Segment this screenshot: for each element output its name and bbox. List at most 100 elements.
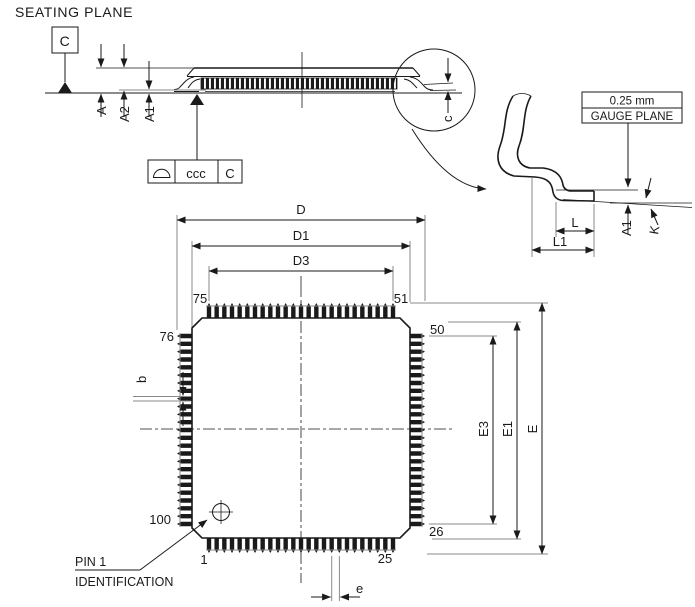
label-dim-b: b: [134, 376, 149, 383]
pins-left: [177, 333, 192, 527]
right-lead-outer: [409, 76, 434, 91]
pin-right: [410, 443, 425, 448]
label-tol-datum: C: [225, 166, 234, 181]
pin-right: [410, 498, 425, 503]
pin-number-1: 1: [200, 552, 207, 567]
pin-bottom: [360, 538, 365, 553]
lead-tip-bottom-line: [429, 89, 457, 91]
pin-number-51: 51: [394, 291, 408, 306]
label-pin1-line1: PIN 1: [75, 555, 106, 569]
pin-top: [314, 303, 319, 318]
label-dim-e: E: [525, 424, 540, 433]
pin-right: [410, 396, 425, 401]
dim-k-arrow-bottom: [650, 208, 659, 226]
pin-top: [329, 303, 334, 318]
pin-top: [260, 303, 265, 318]
left-lead-inner: [187, 78, 201, 89]
pin-right: [410, 459, 425, 464]
pin-right: [410, 490, 425, 495]
lead-detail-view: 0.25 mm GAUGE PLANE K A1 L L1: [497, 91, 693, 257]
pin-right: [410, 388, 425, 394]
pin-right: [410, 506, 425, 511]
pin-right: [410, 451, 425, 456]
pin-left: [177, 435, 192, 441]
lead-tip-top-line: [423, 82, 454, 85]
pin-right: [410, 466, 425, 472]
pin-left: [177, 506, 192, 511]
pin-left: [177, 388, 192, 394]
label-gauge-plane: GAUGE PLANE: [591, 111, 674, 123]
pin-left: [177, 513, 192, 519]
label-dim-e1: E1: [500, 421, 515, 437]
pin-left: [177, 474, 192, 480]
pin-bottom: [344, 538, 350, 553]
pin-right: [410, 380, 425, 386]
pins-bottom: [206, 538, 396, 553]
label-e-pitch: e: [356, 581, 363, 596]
pin-left: [177, 443, 192, 448]
pin-bottom: [229, 538, 235, 553]
pin-bottom: [283, 538, 288, 553]
pin-number-26: 26: [429, 524, 443, 539]
label-dim-a1-detail: A1: [619, 220, 634, 236]
pin1-leader-arrow: [139, 519, 208, 571]
pin-left: [177, 380, 192, 386]
pin-left: [177, 333, 192, 339]
pin-bottom: [260, 538, 265, 553]
pin-right: [410, 513, 425, 519]
pin-left: [177, 490, 192, 495]
datum-c-label: C: [60, 33, 71, 49]
pin-bottom: [298, 538, 304, 553]
pin-right: [410, 333, 425, 339]
body-left-chamfer: [186, 67, 195, 77]
tolerance-frame: ccc C: [147, 94, 243, 184]
pin-right: [410, 474, 425, 480]
left-lead-outer: [173, 76, 195, 90]
pin-left: [177, 459, 192, 464]
detail-circle: c: [392, 48, 487, 193]
pins-right: [410, 333, 425, 527]
label-pin1-line2: IDENTIFICATION: [75, 575, 173, 589]
pin-right: [410, 349, 425, 354]
pin-top: [306, 303, 311, 318]
label-dim-l: L: [571, 215, 578, 230]
pin-bottom: [291, 538, 296, 553]
pin-right: [410, 372, 425, 378]
pin-right: [410, 419, 425, 425]
pin-right: [410, 365, 425, 370]
seating-flatness-icon: [152, 168, 171, 178]
pin-left: [177, 451, 192, 456]
pin-left: [177, 498, 192, 503]
label-dim-d1: D1: [293, 228, 310, 243]
pin-top: [375, 303, 380, 318]
pin-top: [383, 303, 388, 318]
seating-plane-label: SEATING PLANE: [15, 4, 133, 20]
label-tol-value: ccc: [186, 166, 206, 181]
pin-bottom: [268, 538, 273, 553]
pin-number-25: 25: [378, 551, 392, 566]
pin-top: [214, 303, 219, 318]
pin-top: [252, 303, 258, 318]
pin-bottom: [383, 538, 388, 553]
datum-triangle: [58, 82, 72, 93]
label-gauge-value: 0.25 mm: [610, 96, 655, 108]
pin-right: [410, 482, 425, 488]
pin-bottom: [275, 538, 281, 553]
pin-top: [291, 303, 296, 318]
pin-top: [229, 303, 235, 318]
pin-left: [177, 404, 192, 409]
pin-bottom: [245, 538, 250, 553]
pin-right: [410, 427, 425, 433]
pin-top: [360, 303, 365, 318]
dim-k-arrow-top: [644, 177, 652, 199]
pin-bottom: [390, 538, 396, 553]
pin-bottom: [352, 538, 357, 553]
pin-bottom: [237, 538, 242, 553]
pin-left: [177, 365, 192, 370]
dim-a-group: A A2 A1: [94, 44, 206, 122]
pin-number-76: 76: [160, 329, 174, 344]
label-dim-l1: L1: [553, 234, 567, 249]
lead-outline-inner: [516, 95, 594, 192]
